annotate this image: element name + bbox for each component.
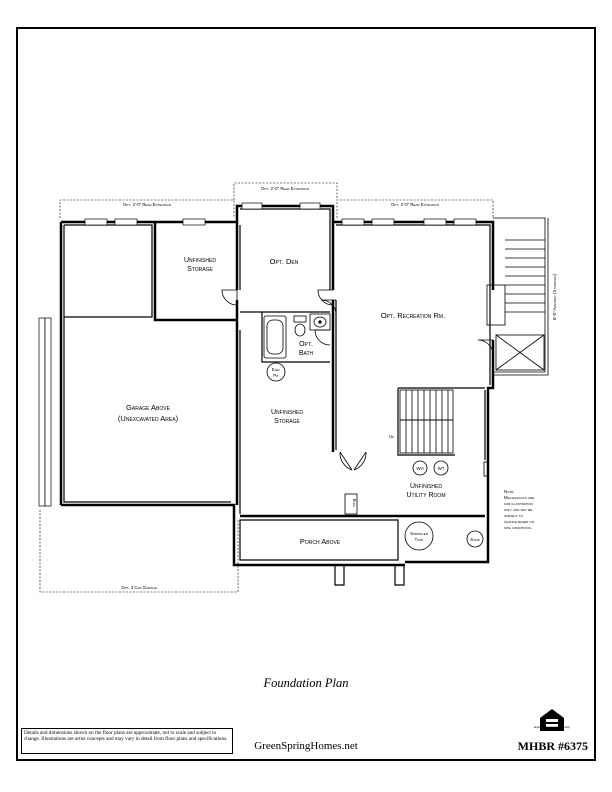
areaway xyxy=(486,217,549,376)
wh-label: WH xyxy=(416,466,423,471)
sheet-border xyxy=(16,27,596,761)
unfinished-storage-top-label-1: Unfinished xyxy=(184,257,216,264)
wt-label: WT xyxy=(438,466,445,471)
three-car-garage-label: Opt. 3 Car Garage xyxy=(121,585,156,590)
sump-label: Sump xyxy=(470,537,480,542)
disclaimer-box: Details and dimensions shown on the floo… xyxy=(21,728,233,754)
sprinkler-label-1: Sprinkler xyxy=(410,531,429,536)
note-line: only and may be xyxy=(504,507,532,512)
mechanicals xyxy=(266,362,489,551)
sprinkler-label-2: Tank xyxy=(415,537,424,542)
note-line: change based on xyxy=(504,519,534,524)
opt-recreation-label: Opt. Recreation Rm. xyxy=(381,311,445,320)
rear-extension-left-label: Opt. 2'-0" Rear Extension xyxy=(123,202,171,207)
unfinished-storage-top-label-2: Storage xyxy=(187,266,213,273)
note-line: site conditions. xyxy=(504,525,532,530)
rear-extensions xyxy=(39,182,494,593)
note-line: Note: xyxy=(504,489,514,494)
utility-room-label-2: Utility Room xyxy=(406,492,445,499)
porch-label: Porch Above xyxy=(300,537,341,546)
ejec-pit-label-2: Pit xyxy=(273,373,279,378)
note-line: Mechanicals are xyxy=(504,495,534,500)
note-line: for illustration xyxy=(504,501,533,506)
utility-room-label-1: Unfinished xyxy=(410,483,442,490)
stairs xyxy=(399,389,454,454)
opt-bath-label-1: Opt. xyxy=(299,341,313,348)
unfinished-storage-label-1: Unfinished xyxy=(271,409,303,416)
garage-label-1: Garage Above xyxy=(126,403,171,412)
garage-label-2: (Unexcavated Area) xyxy=(118,414,179,423)
door-swings xyxy=(221,289,494,471)
note-line: subject to xyxy=(504,513,524,518)
rear-extension-right-label: Opt. 2'-0" Rear Extension xyxy=(391,202,439,207)
opt-den-label: Opt. Den xyxy=(270,257,299,266)
rear-extension-center-label: Opt. 2'-0" Rear Extension xyxy=(261,186,309,191)
exterior-walls xyxy=(59,204,495,567)
plan-title: Foundation Plan xyxy=(263,676,349,690)
plan-code: MHBR #6375 xyxy=(517,739,588,753)
elec-label: Elec xyxy=(352,499,357,509)
bath-fixtures xyxy=(263,313,331,359)
website-link[interactable]: GreenSpringHomes.net xyxy=(254,740,358,752)
ejec-pit-label-1: Ejec xyxy=(272,367,281,372)
stair-up-label: Up xyxy=(389,434,394,439)
windows xyxy=(38,202,477,507)
unfinished-storage-label-2: Storage xyxy=(274,418,300,425)
equal-housing-label: Equal Housing Opportunity xyxy=(534,725,570,729)
opt-bath-label-2: Bath xyxy=(299,350,314,357)
areaway-label: 6'-0" Areaway (Standard) xyxy=(552,273,557,320)
equal-housing-icon xyxy=(540,709,564,731)
